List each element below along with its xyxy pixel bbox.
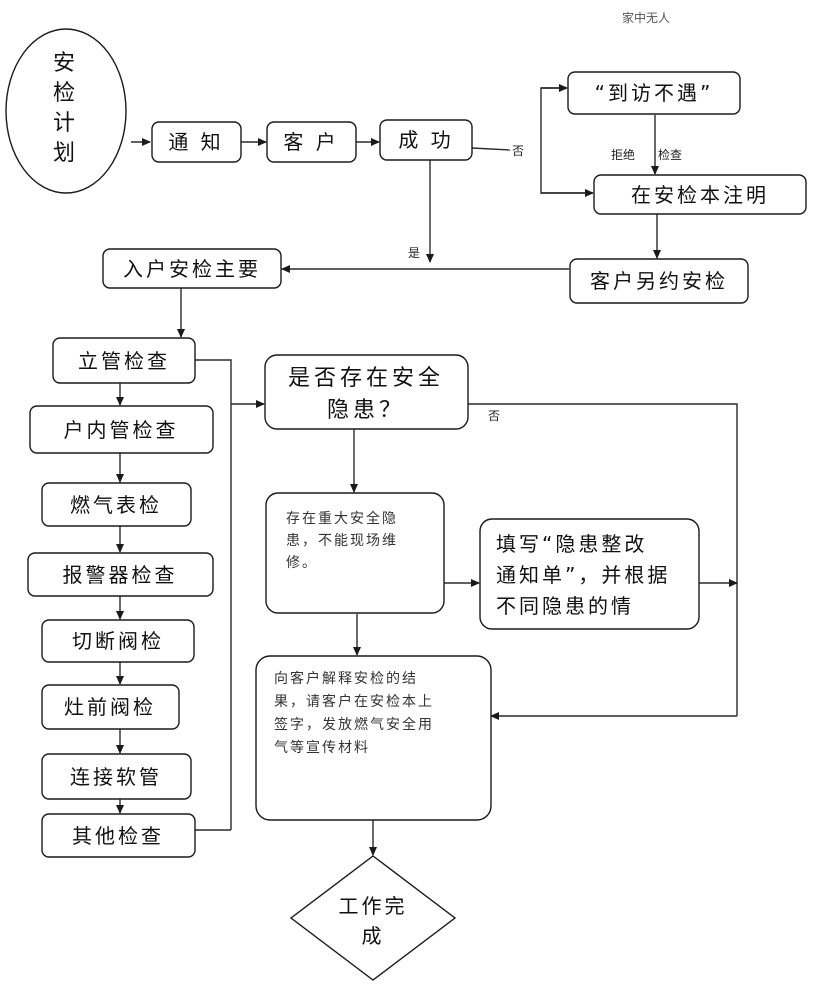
node-major-hazard: 存在重大安全隐 患，不能现场维 修。 bbox=[265, 492, 445, 614]
form-line-3: 不同隐患的情 bbox=[496, 594, 634, 618]
label-no-success: 否 bbox=[512, 144, 524, 158]
node-explain: 向客户解释安检的结 果，请客户在安检本上 签字，发放燃气安全用 气等宣传材料 bbox=[255, 655, 492, 821]
node-alarm: 报警器检查 bbox=[27, 552, 214, 597]
explain-line-3: 签字，发放燃气安全用 bbox=[274, 716, 434, 733]
plan-char-3: 计 bbox=[53, 111, 79, 136]
notify-label: 通 知 bbox=[168, 130, 223, 154]
major-line-2: 患，不能现场维 bbox=[286, 533, 398, 549]
major-line-1: 存在重大安全隐 bbox=[286, 510, 398, 527]
label-no-hazard: 否 bbox=[488, 409, 500, 423]
plan-char-4: 划 bbox=[53, 141, 79, 166]
form-line-1: 填写“隐患整改 bbox=[496, 532, 647, 556]
node-done: 工作完 成 bbox=[289, 855, 457, 981]
other-label: 其他检查 bbox=[72, 824, 164, 848]
edge-bus bbox=[195, 359, 232, 830]
label-refuse: 拒绝 bbox=[611, 147, 635, 162]
node-plan: 安 检 计 划 bbox=[5, 28, 127, 194]
indoor-pipe-label: 户内管检查 bbox=[64, 418, 179, 442]
edge-hazard-no bbox=[468, 403, 738, 716]
plan-char-2: 检 bbox=[53, 81, 79, 106]
node-note-in-book: 在安检本注明 bbox=[593, 174, 807, 215]
node-success: 成 功 bbox=[379, 119, 473, 161]
node-customer: 客 户 bbox=[266, 121, 357, 163]
note-label: 在安检本注明 bbox=[631, 183, 769, 207]
edge-success-no bbox=[471, 147, 511, 151]
customer-label: 客 户 bbox=[283, 130, 338, 154]
node-other: 其他检查 bbox=[41, 813, 196, 858]
hose-label: 连接软管 bbox=[70, 765, 162, 789]
node-notify: 通 知 bbox=[151, 121, 242, 163]
node-not-met: “到访不遇” bbox=[567, 71, 741, 115]
label-check: 检查 bbox=[658, 147, 682, 162]
explain-line-2: 果，请客户在安检本上 bbox=[274, 693, 434, 710]
connectors bbox=[116, 84, 738, 856]
done-line-2: 成 bbox=[362, 924, 385, 948]
plan-char-1: 安 bbox=[53, 51, 79, 76]
node-reschedule: 客户另约安检 bbox=[569, 258, 749, 304]
node-shutoff-valve: 切断阀检 bbox=[41, 619, 195, 663]
node-main-check: 入户安检主要 bbox=[102, 248, 282, 289]
success-label: 成 功 bbox=[398, 128, 453, 152]
reschedule-label: 客户另约安检 bbox=[590, 269, 728, 293]
meter-label: 燃气表检 bbox=[70, 493, 162, 517]
major-line-3: 修。 bbox=[286, 555, 318, 571]
hazard-q-line-1: 是否存在安全 bbox=[288, 366, 444, 391]
shutoff-label: 切断阀检 bbox=[72, 629, 164, 653]
hazard-q-line-2: 隐患？ bbox=[327, 398, 405, 423]
done-line-1: 工作完 bbox=[339, 894, 408, 918]
form-line-2: 通知单”，并根据 bbox=[496, 563, 670, 587]
node-meter: 燃气表检 bbox=[41, 482, 192, 527]
node-indoor-pipe: 户内管检查 bbox=[29, 405, 214, 454]
explain-line-1: 向客户解释安检的结 bbox=[274, 670, 418, 687]
main-check-label: 入户安检主要 bbox=[123, 257, 261, 281]
riser-label: 立管检查 bbox=[78, 349, 170, 373]
node-hose: 连接软管 bbox=[41, 753, 192, 800]
top-note: 家中无人 bbox=[622, 10, 670, 25]
not-met-label: “到访不遇” bbox=[595, 81, 714, 105]
stove-label: 灶前阀检 bbox=[64, 695, 156, 719]
alarm-label: 报警器检查 bbox=[63, 563, 178, 587]
node-riser: 立管检查 bbox=[52, 337, 196, 384]
node-hazard-question: 是否存在安全 隐患？ bbox=[264, 354, 469, 430]
node-stove-valve: 灶前阀检 bbox=[41, 684, 180, 730]
node-fill-form: 填写“隐患整改 通知单”，并根据 不同隐患的情 bbox=[479, 518, 700, 630]
label-yes-success: 是 bbox=[408, 246, 420, 260]
explain-line-4: 气等宣传材料 bbox=[274, 739, 370, 756]
